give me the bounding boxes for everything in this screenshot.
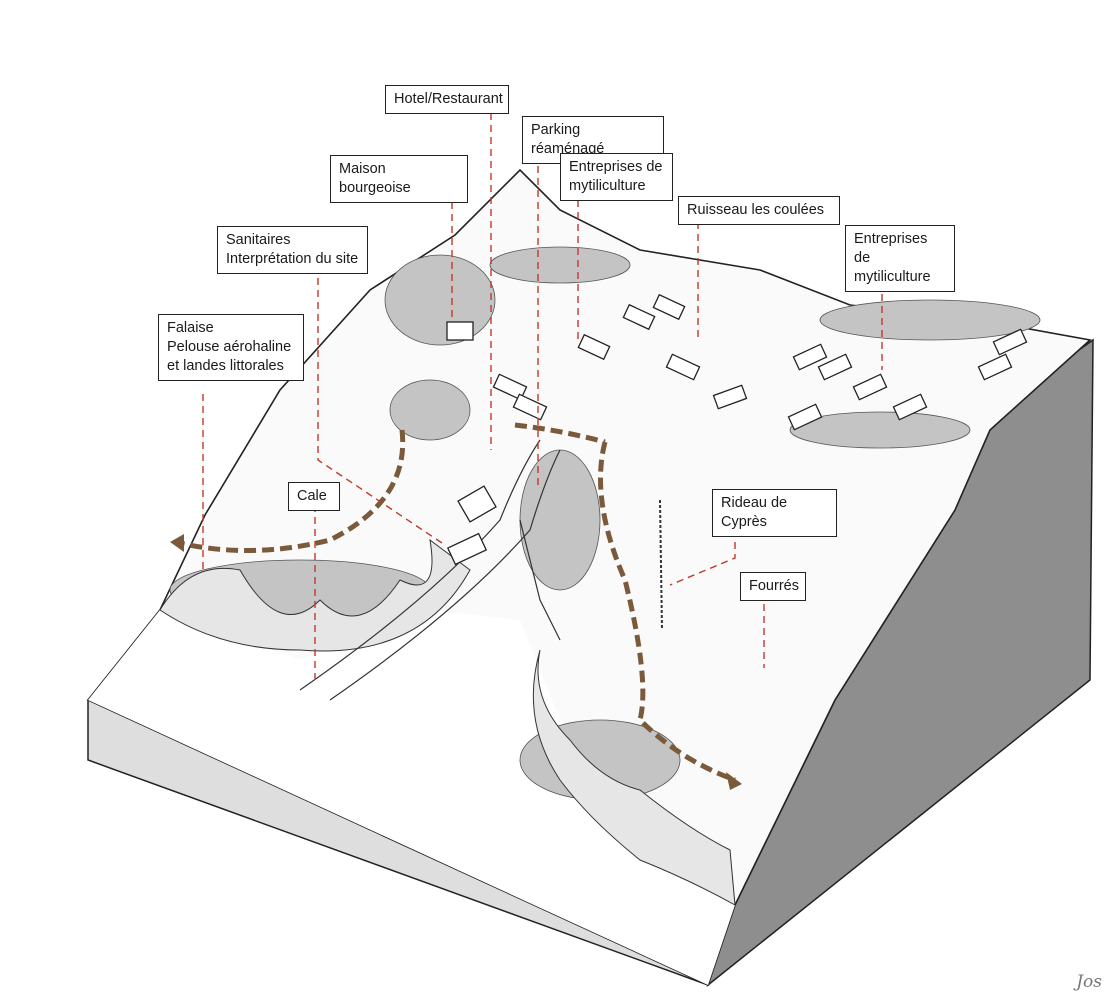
footpath-trail — [174, 422, 736, 783]
shed-2 — [622, 303, 656, 331]
cypress-row — [659, 499, 663, 631]
west-cliff — [159, 538, 471, 652]
label-maison-bourgeoise: Maison bourgeoise — [330, 155, 468, 203]
shed-1 — [577, 333, 611, 361]
label-fourres: Fourrés — [740, 572, 806, 601]
label-cale: Cale — [288, 482, 340, 511]
label-rideau-cypres: Rideau de Cyprès — [712, 489, 837, 537]
shed-4 — [492, 373, 528, 401]
trail-arrow-west — [170, 534, 184, 552]
shed-9 — [817, 353, 853, 381]
label-hotel-restaurant: Hotel/Restaurant — [385, 85, 509, 114]
woodland-hotel — [389, 379, 471, 441]
sea-surface — [88, 610, 735, 985]
woodland-north — [384, 254, 496, 346]
cliff-rocks — [159, 538, 736, 906]
trail-east — [598, 441, 736, 783]
shed-11 — [892, 393, 928, 421]
shed-3 — [652, 293, 686, 321]
terrain-block — [86, 168, 1094, 988]
trail-arrowheads — [170, 534, 742, 790]
trail-west — [174, 429, 406, 554]
hotel-building-2 — [446, 532, 488, 566]
artist-signature: Jos — [1076, 972, 1102, 992]
shed-12 — [787, 403, 823, 431]
buildings — [446, 293, 1028, 566]
hedge-east — [819, 299, 1041, 341]
shed-5 — [512, 393, 548, 421]
trail-arrow-east — [726, 772, 742, 790]
leader-sanitaires — [317, 278, 446, 546]
shed-7 — [712, 384, 748, 410]
scrub-east — [789, 411, 971, 449]
label-mytiliculture-2: Entreprises de mytiliculture — [845, 225, 955, 292]
shed-6 — [665, 353, 701, 381]
label-ruisseau: Ruisseau les coulées — [678, 196, 840, 225]
label-mytiliculture-1: Entreprises de mytiliculture — [560, 153, 673, 201]
shed-14 — [992, 328, 1028, 356]
label-sanitaires: Sanitaires Interprétation du site — [217, 226, 368, 274]
shed-10 — [852, 373, 888, 401]
trail-cross — [514, 422, 606, 445]
label-falaise: Falaise Pelouse aérohaline et landes lit… — [158, 314, 304, 381]
maison-bourgeoise-building — [446, 321, 474, 341]
east-cliff — [532, 649, 736, 906]
hotel-building-1 — [457, 485, 497, 523]
shed-13 — [977, 353, 1013, 381]
hedge-north — [489, 246, 631, 284]
shed-8 — [792, 343, 828, 371]
